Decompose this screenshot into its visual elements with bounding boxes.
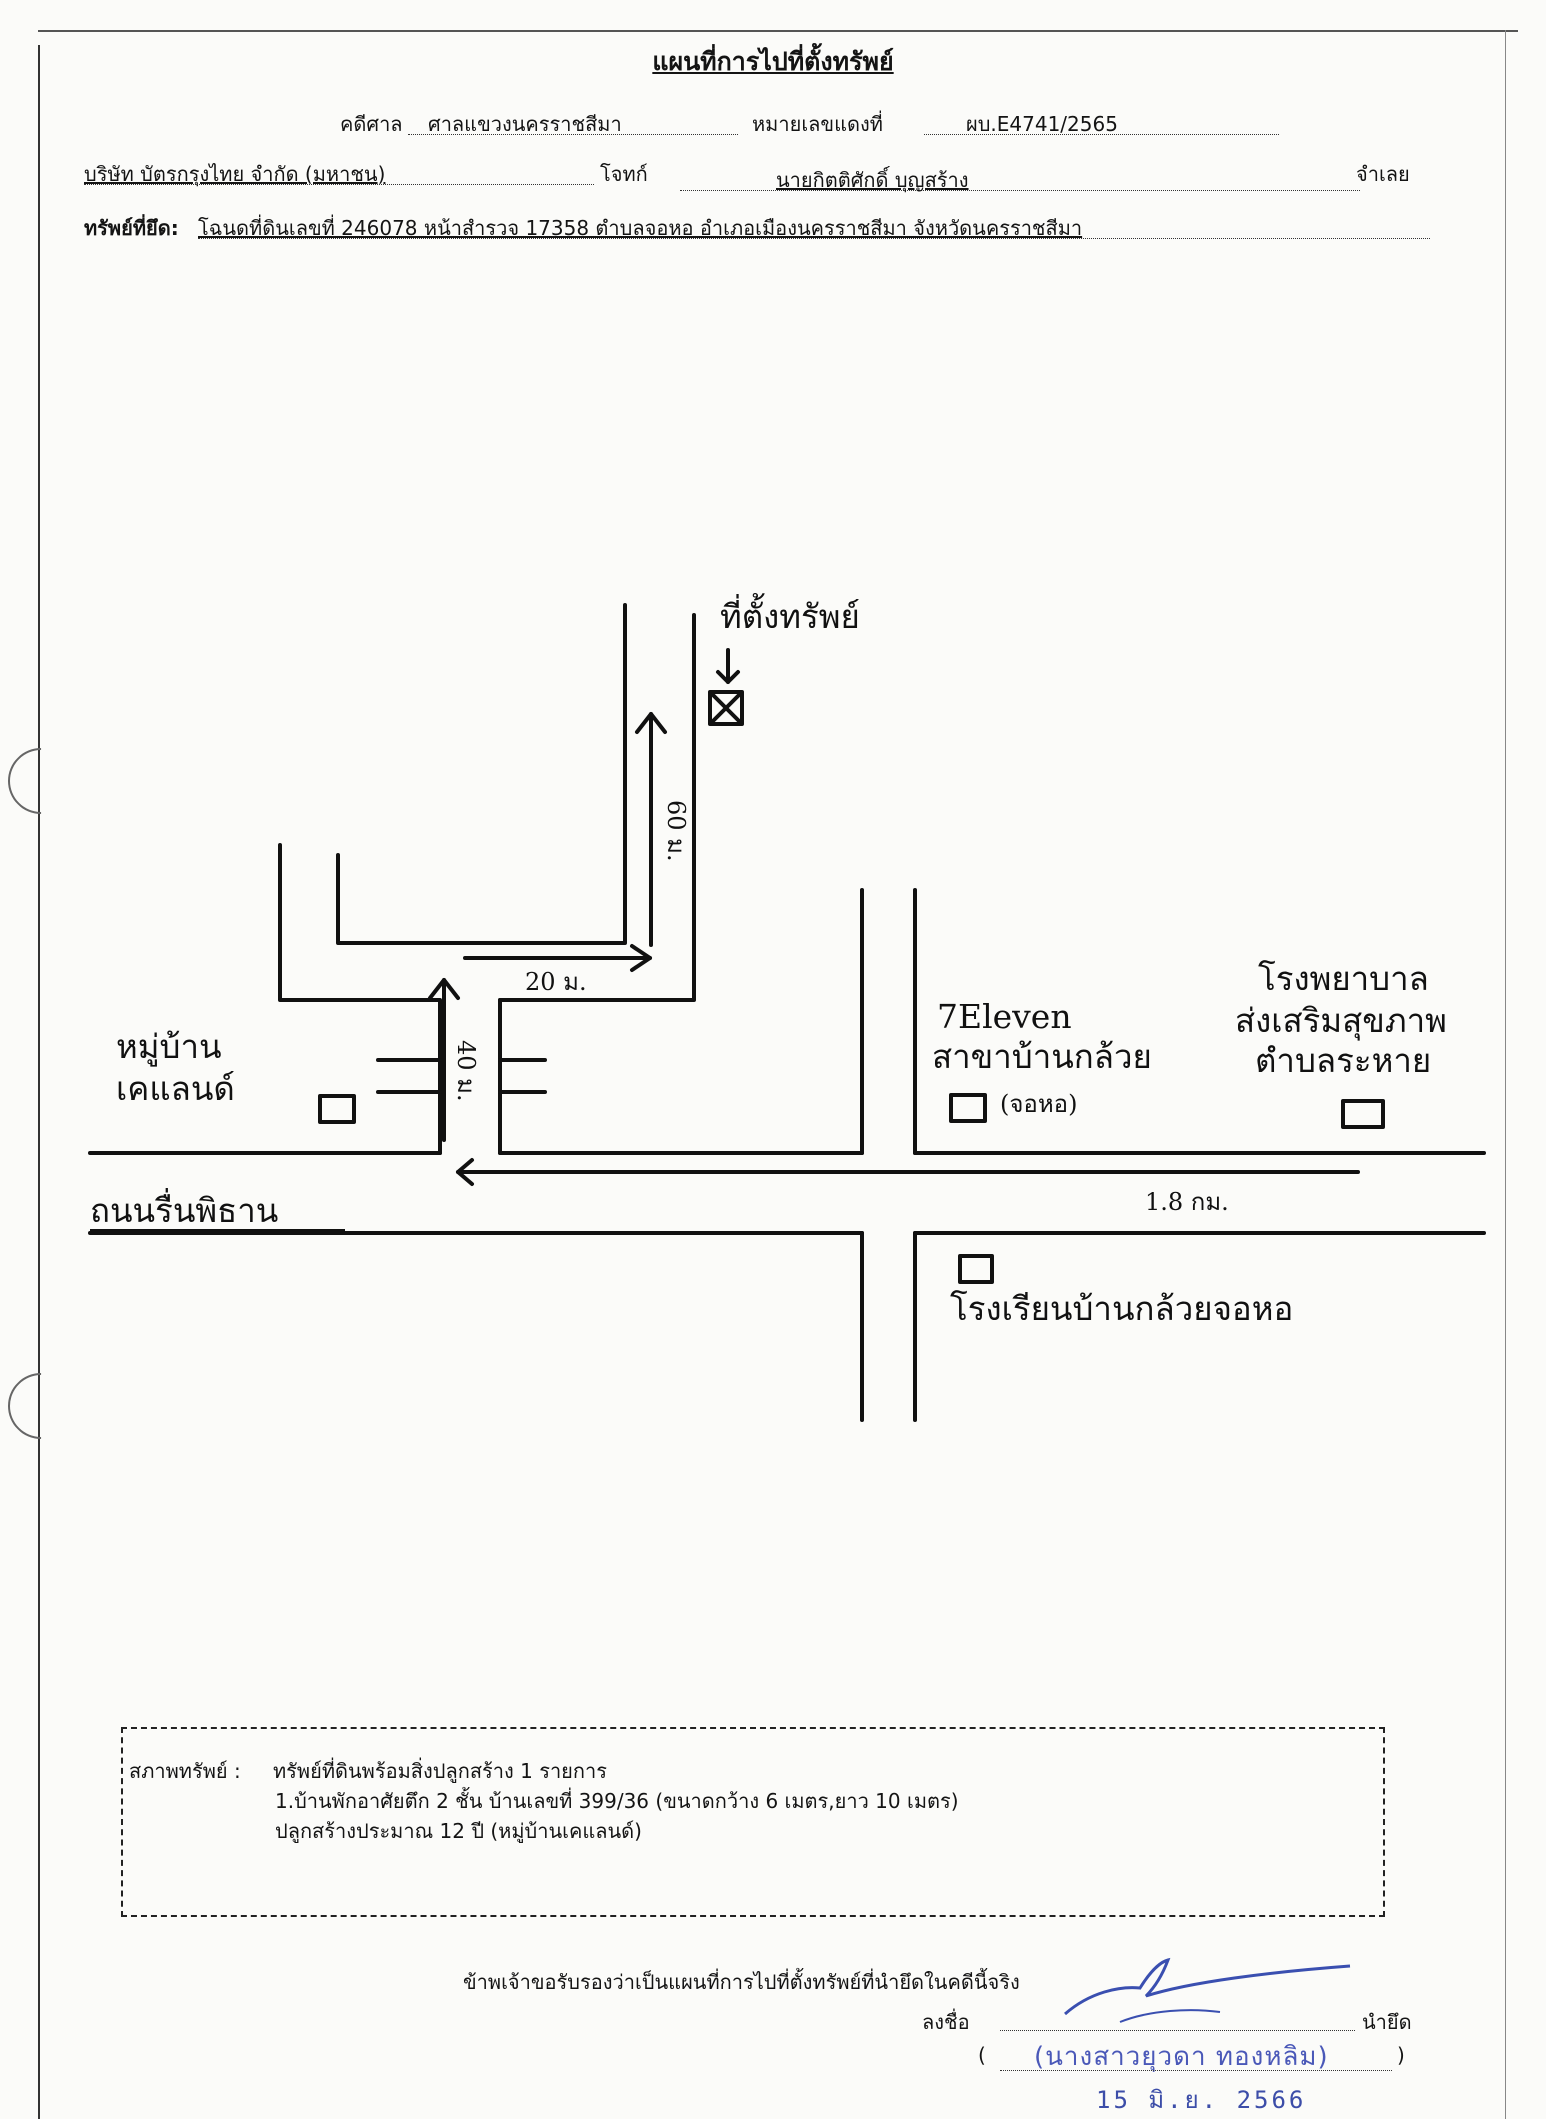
hospital-label-line2: ส่งเสริมสุขภาพ [1235, 1001, 1447, 1041]
village-marker-box [318, 1094, 356, 1124]
property-line [198, 238, 1430, 239]
court-value: ศาลแขวงนครราชสีมา [428, 112, 622, 136]
arrow-18km-head [456, 1158, 474, 1186]
property-value: โฉนดที่ดินเลขที่ 246078 หน้าสำรวจ 17358 … [198, 216, 1083, 240]
property-location-label: ที่ตั้งทรัพย์ [720, 593, 860, 636]
village-label-line2: เคแลนด์ [116, 1069, 235, 1108]
village-road-inner [336, 603, 627, 945]
hospital-label-line1: โรงพยาบาล [1258, 959, 1429, 998]
page-right-border [1505, 30, 1506, 2119]
case-number-line [924, 134, 1279, 135]
plaintiff-line [84, 184, 594, 185]
name-line [1000, 2070, 1392, 2071]
seven-eleven-label-line1: 7Eleven [937, 997, 1072, 1036]
page-left-border [38, 45, 40, 2119]
signature-line [1000, 2030, 1355, 2031]
document-title: แผนที่การไปที่ตั้งทรัพย์ [652, 47, 894, 76]
distance-18km-label: 1.8 กม. [1145, 1188, 1229, 1216]
case-number-label: หมายเลขแดงที่ [752, 112, 883, 136]
property-marker-box [708, 690, 744, 726]
date-stamp: 15 มิ.ย. 2566 [1096, 2086, 1307, 2114]
property-label: ทรัพย์ที่ยึด: [84, 216, 179, 240]
sign-label: ลงชื่อ [922, 2010, 970, 2034]
property-condition-box: สภาพทรัพย์ : ทรัพย์ที่ดินพร้อมสิ่งปลูกสร… [121, 1727, 1385, 1917]
arrow-40m-head [428, 978, 460, 1000]
hospital-marker-box [1341, 1099, 1385, 1129]
school-label: โรงเรียนบ้านกล้วยจอหอ [950, 1289, 1293, 1328]
signer-name-stamp: (นางสาวยุวดา ทองหลิม) [1034, 2042, 1329, 2072]
court-line [408, 134, 738, 135]
defendant-value: นายกิตติศักดิ์ บุญสร้าง [776, 168, 969, 192]
condition-label: สภาพทรัพย์ : [129, 1759, 241, 1783]
defendant-line [680, 190, 1360, 191]
plaintiff-label: โจทก์ [600, 162, 648, 186]
hospital-label-line3: ตำบลระหาย [1255, 1041, 1431, 1080]
arrow-60m-head [635, 712, 667, 734]
seven-eleven-label-line3: (จอหอ) [1000, 1090, 1077, 1118]
condition-line-2: 1.บ้านพักอาศัยตึก 2 ชั้น บ้านเลขที่ 399/… [275, 1789, 959, 1813]
page-top-border [38, 30, 1518, 32]
condition-line-3: ปลูกสร้างประมาณ 12 ปี (หมู่บ้านเคแลนด์) [275, 1819, 642, 1843]
seven-eleven-marker-box [949, 1093, 987, 1123]
village-road-outer-right [498, 613, 696, 1002]
arrow-to-property-head [716, 670, 740, 684]
certification-statement: ข้าพเจ้าขอรับรองว่าเป็นแผนที่การไปที่ตั้… [463, 1970, 1020, 1994]
seven-eleven-label-line2: สาขาบ้านกล้วย [932, 1037, 1152, 1076]
handwritten-signature [1064, 1957, 1351, 2023]
court-label: คดีศาล [340, 112, 403, 136]
arrow-20m-head [630, 944, 652, 972]
distance-60m-label: 60 ม. [662, 800, 690, 862]
village-label-line1: หมู่บ้าน [116, 1027, 222, 1067]
case-number-value: ผบ.E4741/2565 [966, 112, 1118, 136]
defendant-label: จำเลย [1356, 162, 1410, 186]
condition-line-1: ทรัพย์ที่ดินพร้อมสิ่งปลูกสร้าง 1 รายการ [273, 1759, 607, 1783]
open-paren: ( [978, 2043, 986, 2067]
school-marker-box [958, 1254, 994, 1284]
distance-40m-label: 40 ม. [452, 1040, 480, 1102]
road-name-label: ถนนรื่นพิธาน [90, 1188, 278, 1230]
role-label: นำยึด [1362, 2010, 1412, 2034]
distance-20m-label: 20 ม. [525, 968, 587, 996]
close-paren: ) [1397, 2043, 1405, 2067]
plaintiff-value: บริษัท บัตรกรุงไทย จำกัด (มหาชน) [84, 162, 386, 186]
property-marker-cross-b [711, 693, 741, 723]
village-road-outer-left [278, 843, 442, 1037]
